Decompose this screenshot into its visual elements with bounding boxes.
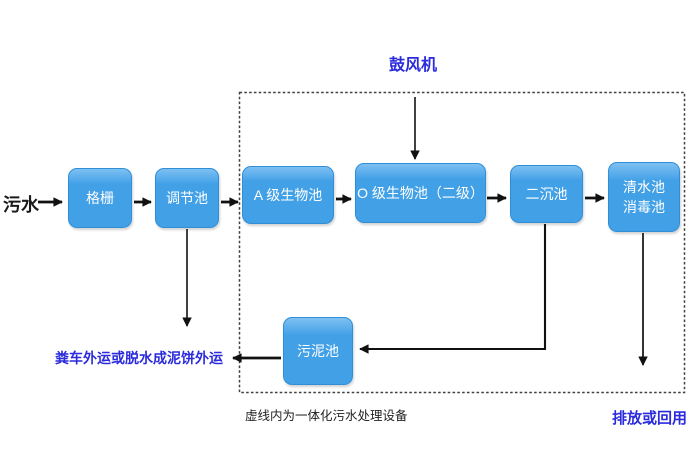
sludge-out-label: 粪车外运或脱水成泥饼外运: [55, 350, 223, 366]
node-regulating-tank: 调节池: [155, 168, 219, 228]
node-sludge-tank: 污泥池: [283, 317, 353, 385]
blower-label: 鼓风机: [389, 57, 438, 74]
node-grille: 格栅: [68, 168, 132, 228]
outflow-label: 排放或回用: [612, 410, 688, 427]
inflow-label: 污水: [3, 195, 39, 215]
arrow-sed-to-sludge: [359, 224, 547, 354]
dashed-boundary-caption: 虚线内为一体化污水处理设备: [245, 409, 408, 423]
equipment-boundary-dashed-rect: [238, 91, 686, 394]
node-o-bio-tank: O 级生物池（二级）: [355, 163, 486, 223]
node-a-bio-tank: A 级生物池: [242, 166, 334, 224]
node-clear-disinfect: 清水池 消毒池: [608, 162, 680, 232]
node-secondary-sed: 二沉池: [510, 165, 583, 223]
